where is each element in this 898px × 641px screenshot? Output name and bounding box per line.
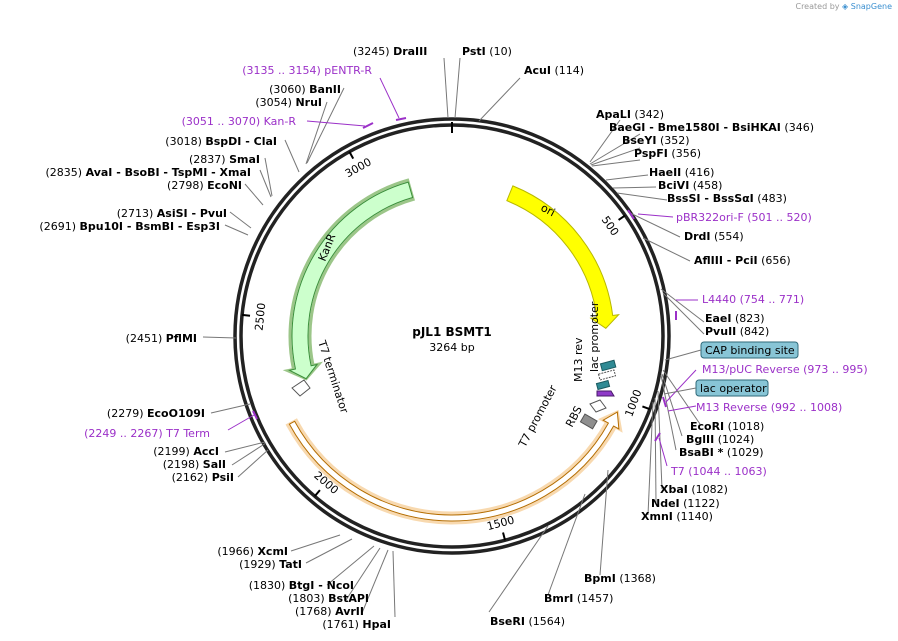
snapgene-credit: Created by ◈ SnapGene — [795, 2, 892, 11]
tick-label: 1000 — [623, 388, 645, 419]
tick-mark — [313, 489, 321, 497]
site-haeii: HaeII (416) — [649, 166, 714, 179]
site-bcivi: BciVI (458) — [658, 179, 722, 192]
tick-mark — [348, 151, 355, 160]
t7-promoter-label: T7 promoter — [516, 383, 560, 451]
feature-kanr — [288, 181, 414, 380]
site-btgi: (1830) BtgI - NcoI — [249, 579, 354, 592]
site-bglii: BglII (1024) — [686, 433, 754, 446]
primer-m13-reverse: M13 Reverse (992 .. 1008) — [696, 401, 842, 414]
site-bspdi: (3018) BspDI - ClaI — [165, 135, 277, 148]
snapgene-logo-icon: ◈ — [842, 2, 849, 11]
site-bsabi: BsaBI * (1029) — [679, 446, 764, 459]
site-pspfi: PspFI (356) — [634, 147, 701, 160]
ori-label: ori — [539, 201, 558, 219]
tick-mark — [502, 532, 507, 541]
feature-ori — [506, 185, 620, 329]
site-hpai: (1761) HpaI — [322, 618, 391, 631]
site-bpu10i: (2691) Bpu10I - BsmBI - Esp3I — [39, 220, 220, 233]
primer-sites — [252, 117, 677, 442]
site-tati: (1929) TatI — [239, 558, 302, 571]
svg-text:lac operator: lac operator — [700, 382, 767, 395]
tick-label: 3000 — [343, 155, 374, 180]
m13-rev-label: M13 rev — [572, 337, 585, 382]
site-acui: AcuI (114) — [524, 64, 584, 77]
t7-terminator-label: T7 terminator — [315, 338, 351, 415]
primer-m13-puc-reverse: M13/pUC Reverse (973 .. 995) — [702, 363, 868, 376]
site-eaei: EaeI (823) — [705, 312, 765, 325]
site-bseyi: BseYI (352) — [622, 134, 690, 147]
site-draiii: (3245) DraIII — [353, 45, 427, 58]
rbs-label: RBS — [563, 404, 585, 430]
site-psti: PstI (10) — [462, 45, 512, 58]
backbone-outer — [233, 117, 671, 555]
feature-arrows — [282, 178, 623, 525]
site-baegi: BaeGI - Bme1580I - BsiHKAI (346) — [609, 121, 814, 134]
rbs-feature — [589, 399, 607, 413]
feature-bsmt1 — [288, 411, 620, 522]
site-ndei: NdeI (1122) — [651, 497, 720, 510]
primer-pbr322ori-f: pBR322ori-F (501 .. 520) — [676, 211, 812, 224]
site-bstapi: (1803) BstAPI — [288, 592, 369, 605]
cap-binding-site-box: CAP binding site — [664, 341, 799, 361]
primer-feature-purple — [596, 390, 615, 397]
site-labels: (3245) DraIII PstI (10) AcuI (114) ApaLI… — [39, 45, 814, 631]
site-bseri: BseRI (1564) — [490, 615, 565, 628]
site-xmni: XmnI (1140) — [641, 510, 713, 523]
tick-label: 2500 — [253, 302, 269, 331]
site-smai: (2837) SmaI — [189, 153, 260, 166]
site-avrii: (1768) AvrII — [295, 605, 364, 618]
feature-highlight — [285, 409, 623, 525]
site-banii: (3060) BanII — [269, 83, 341, 96]
tick-label: 500 — [599, 214, 622, 239]
site-apali: ApaLI (342) — [596, 108, 664, 121]
t7-terminator-feature — [291, 379, 311, 397]
site-bmri: BmrI (1457) — [544, 592, 613, 605]
site-acci: (2199) AccI — [153, 445, 219, 458]
tick-mark — [618, 214, 626, 221]
leader-lines — [202, 57, 705, 618]
site-pvuii: PvuII (842) — [705, 325, 769, 338]
lac-operator-feature — [595, 379, 611, 391]
site-asisi: (2713) AsiSI - PvuI — [117, 207, 227, 220]
site-bsssi: BssSI - BssSαI (483) — [667, 192, 787, 205]
site-ecori: EcoRI (1018) — [690, 420, 764, 433]
site-afliii: AflIII - PciI (656) — [694, 254, 791, 267]
primer-leaders — [227, 77, 698, 467]
site-xcmi: (1966) XcmI — [217, 545, 288, 558]
svg-text:CAP binding site: CAP binding site — [705, 344, 795, 357]
plasmid-name: pJL1 BSMT1 — [412, 325, 492, 339]
lac-promoter-feature — [599, 359, 617, 372]
lac-operator-box: lac operator — [663, 379, 769, 397]
site-pflmi: (2451) PflMI — [126, 332, 197, 345]
primer-t7-term: (2249 .. 2267) T7 Term — [84, 427, 210, 440]
site-xbai: XbaI (1082) — [660, 483, 728, 496]
primer-t7: T7 (1044 .. 1063) — [670, 465, 767, 478]
site-sali: (2198) SalI — [163, 458, 226, 471]
t7-promoter-feature — [579, 413, 598, 430]
tick-mark — [241, 313, 251, 317]
credit-brand: SnapGene — [850, 2, 892, 11]
site-avai: (2835) AvaI - BsoBI - TspMI - XmaI — [46, 166, 252, 179]
plasmid-length: 3264 bp — [429, 341, 474, 354]
site-nrui: (3054) NruI — [255, 96, 322, 109]
site-econi: (2798) EcoNI — [167, 179, 242, 192]
primer-pentr-r: (3135 .. 3154) pENTR-R — [242, 64, 372, 77]
site-drdi: DrdI (554) — [684, 230, 744, 243]
site-bpmi: BpmI (1368) — [584, 572, 656, 585]
lac-promoter-label: lac promoter — [588, 301, 601, 372]
primer-kan-r: (3051 .. 3070) Kan-R — [182, 115, 297, 128]
credit-prefix: Created by — [795, 2, 840, 11]
m13-rev-feature — [597, 369, 617, 381]
primer-l4440: L4440 (754 .. 771) — [702, 293, 804, 306]
site-psii: (2162) PsiI — [172, 471, 234, 484]
site-ecoo109i: (2279) EcoO109I — [107, 407, 205, 420]
primer-labels: (3135 .. 3154) pENTR-R (3051 .. 3070) Ka… — [84, 64, 868, 478]
tick-mark — [642, 405, 651, 411]
